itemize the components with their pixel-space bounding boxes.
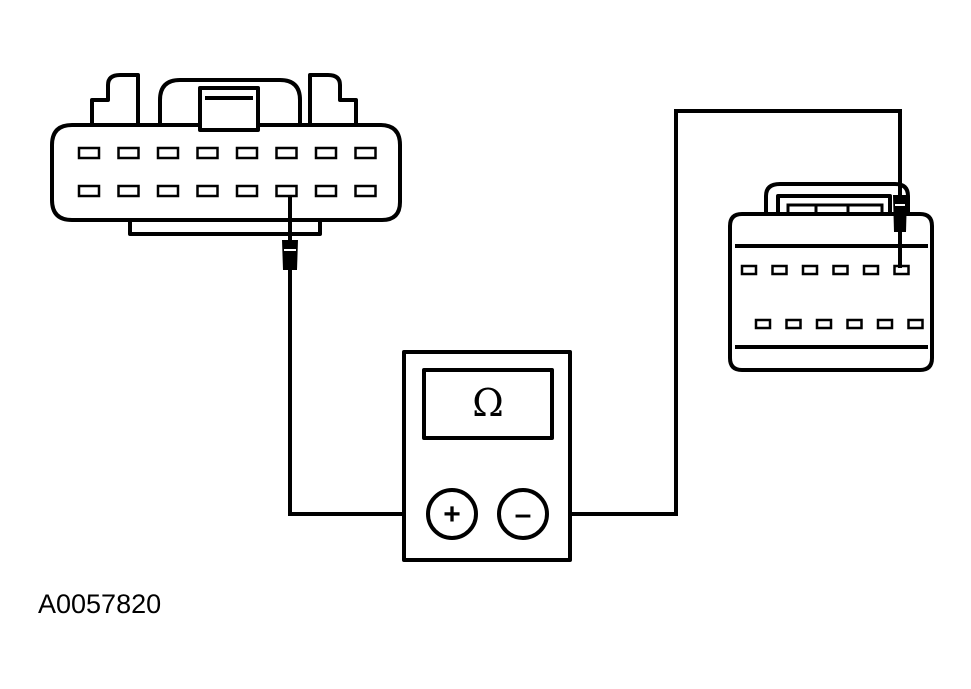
left-pin <box>275 184 298 198</box>
wire-negative <box>548 109 902 516</box>
ohmmeter-display <box>422 368 554 440</box>
right-pin <box>862 264 880 276</box>
left-pin <box>354 146 377 160</box>
right-pin <box>832 264 849 276</box>
left-pin <box>314 146 338 160</box>
connector-right <box>728 182 934 372</box>
left-pin <box>314 184 338 198</box>
right-pin <box>785 318 802 330</box>
left-pin <box>77 146 101 160</box>
right-pin <box>754 318 772 330</box>
probe-positive <box>282 195 298 270</box>
left-pin <box>275 146 298 160</box>
right-pin <box>771 264 788 276</box>
left-pin <box>117 146 140 160</box>
right-pin <box>801 264 819 276</box>
wire-positive <box>288 270 428 516</box>
left-pin <box>156 184 180 198</box>
figure-id-label: A0057820 <box>38 589 161 619</box>
ohmmeter: Ω + – <box>402 350 572 562</box>
left-pin <box>235 184 259 198</box>
right-pin <box>907 318 924 330</box>
connector-right-housing <box>728 212 934 372</box>
ohmmeter-positive-terminal <box>426 488 478 540</box>
left-pin <box>354 184 377 198</box>
right-pin <box>846 318 863 330</box>
positive-label: + <box>443 498 461 531</box>
left-pin <box>235 146 259 160</box>
connector-left-ear-left <box>90 73 140 132</box>
left-pin <box>117 184 140 198</box>
left-pin <box>196 146 219 160</box>
right-pin <box>740 264 758 276</box>
connector-left-pins <box>77 146 377 198</box>
left-pin <box>77 184 101 198</box>
ohmmeter-negative-terminal <box>497 488 549 540</box>
connector-left <box>50 73 402 236</box>
connector-left-housing <box>50 123 402 222</box>
probe-negative <box>893 195 907 268</box>
ohmmeter-omega-symbol: Ω <box>472 381 504 425</box>
left-pin <box>156 146 180 160</box>
right-pin <box>815 318 833 330</box>
connector-left-latch-tab <box>198 86 260 132</box>
probe-positive-body <box>282 240 298 270</box>
right-pin <box>876 318 894 330</box>
probe-negative-body <box>893 195 907 232</box>
left-pin <box>196 184 219 198</box>
negative-label: – <box>515 498 532 531</box>
connector-right-pins <box>740 264 924 330</box>
connector-left-ear-right <box>308 73 358 132</box>
